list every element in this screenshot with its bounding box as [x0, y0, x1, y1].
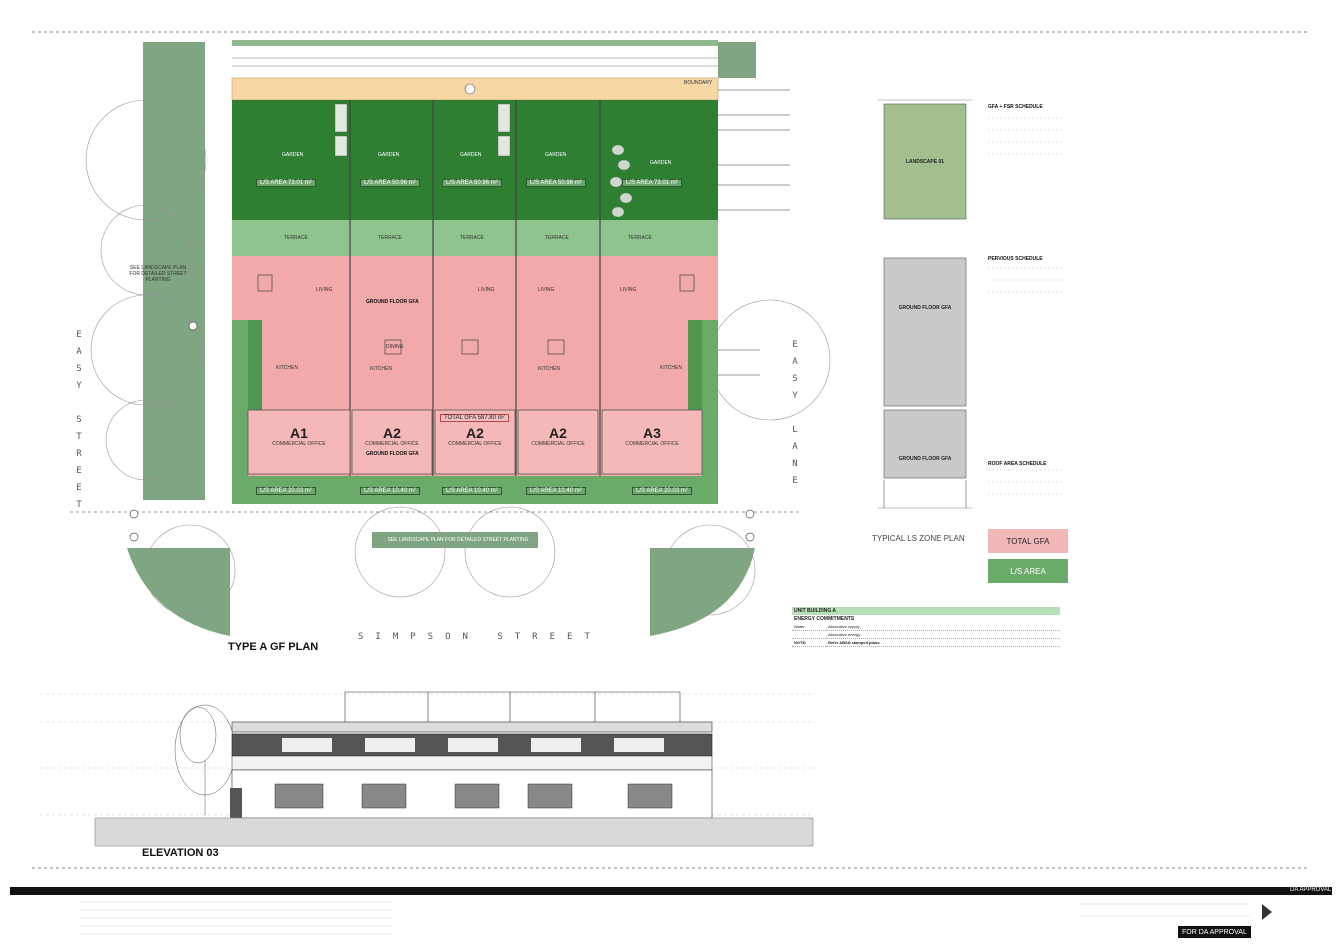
room-living: LIVING — [316, 287, 333, 293]
room-living: LIVING — [478, 287, 495, 293]
unit-use: COMMERCIAL OFFICE — [272, 441, 326, 447]
room-garden: GARDEN — [545, 152, 567, 158]
unit-use: COMMERCIAL OFFICE — [531, 441, 585, 447]
ls-area-tag: L/S AREA 10.40 m² — [442, 487, 502, 495]
total-gfa-tag: TOTAL GFA 587.80 m² — [440, 414, 509, 422]
room-kitchen: KITCHEN — [276, 365, 298, 371]
terraces — [232, 220, 718, 256]
room-terrace: TERRACE — [378, 235, 402, 241]
elevation-title: ELEVATION 03 — [142, 847, 219, 859]
ls-area-tag: L/S AREA 10.40 m² — [526, 487, 586, 495]
plan-title: TYPE A GF PLAN — [228, 641, 319, 653]
legend-ls-area: L/S AREA — [988, 559, 1068, 583]
energy-commitments: UNIT BUILDING A ENERGY COMMITMENTS Water… — [792, 607, 1060, 647]
unit-code: A3 — [643, 425, 661, 441]
north-strip — [232, 40, 718, 46]
schedule-title: PERVIOUS SCHEDULE — [988, 256, 1043, 262]
south-planting-strip — [372, 532, 538, 548]
energy-key: NOTE: — [792, 638, 826, 647]
zone-plan-title: TYPICAL LS ZONE PLAN — [872, 534, 965, 543]
room-terrace: TERRACE — [460, 235, 484, 241]
west-landscape-note: SEE LANDSCAPE PLAN FOR DETAILED STREET P… — [129, 265, 187, 283]
unit-code: A1 — [290, 425, 308, 441]
ground-floor-gfa-label: GROUND FLOOR GFA — [366, 299, 419, 305]
energy-key: Water — [792, 623, 826, 631]
ls-area-tag: L/S AREA 10.40 m² — [360, 487, 420, 495]
south-street-name: SIMPSON STREET — [358, 632, 602, 642]
unit-a2: A2 COMMERCIAL OFFICE — [352, 425, 432, 447]
room-terrace: TERRACE — [545, 235, 569, 241]
energy-key — [792, 630, 826, 639]
unit-code: A2 — [466, 425, 484, 441]
elevation-ground — [94, 817, 814, 847]
schedule-title: GFA + FSR SCHEDULE — [988, 104, 1043, 110]
unit-a3: A3 COMMERCIAL OFFICE — [602, 425, 702, 447]
room-garden: GARDEN — [650, 160, 672, 166]
ls-area-tag: L/S AREA 20.03 m² — [256, 487, 316, 495]
west-verge — [143, 42, 205, 500]
room-garden: GARDEN — [282, 152, 304, 158]
unit-a1: A1 COMMERCIAL OFFICE — [248, 425, 350, 447]
legend-label: L/S AREA — [1010, 566, 1046, 576]
ls-area-tag: L/S AREA 50.96 m² — [442, 179, 502, 187]
legend-label: TOTAL GFA — [1006, 536, 1050, 546]
unit-code: A2 — [549, 425, 567, 441]
energy-subheader: ENERGY COMMITMENTS — [794, 616, 855, 622]
title-bar-stamp: DA APPROVAL — [1290, 887, 1332, 893]
title-bar — [10, 887, 1332, 895]
legend-total-gfa: TOTAL GFA — [988, 529, 1068, 553]
unit-code: A2 — [383, 425, 401, 441]
zone-landscape-01: LANDSCAPE 01 — [905, 158, 945, 165]
unit-use: COMMERCIAL OFFICE — [625, 441, 679, 447]
energy-header: UNIT BUILDING A — [792, 607, 1060, 615]
room-terrace: TERRACE — [284, 235, 308, 241]
room-living: LIVING — [538, 287, 555, 293]
south-landscape-note: SEE LANDSCAPE PLAN FOR DETAILED STREET P… — [387, 537, 529, 543]
status-stamp: FOR DA APPROVAL — [1178, 926, 1251, 938]
south-east-verge — [650, 548, 755, 636]
ls-area-tag: L/S AREA 20.03 m² — [632, 487, 692, 495]
boundary-note: BOUNDARY — [684, 80, 713, 86]
room-kitchen: KITCHEN — [370, 366, 392, 372]
east-street-name: EASY LANE — [790, 340, 800, 493]
room-living: LIVING — [620, 287, 637, 293]
west-street-name: EASY STREET — [74, 330, 84, 517]
unit-use: COMMERCIAL OFFICE — [365, 441, 419, 447]
unit-use: COMMERCIAL OFFICE — [448, 441, 502, 447]
room-garden: GARDEN — [460, 152, 482, 158]
ls-area-tag: L/S AREA 50.96 m² — [360, 179, 420, 187]
ground-floor-gfa-label: GROUND FLOOR GFA — [366, 451, 419, 457]
ls-area-tag: L/S AREA 73.01 m² — [256, 179, 316, 187]
room-kitchen: KITCHEN — [538, 366, 560, 372]
zone-ground-floor-gfa: GROUND FLOOR GFA — [898, 456, 952, 462]
dining-tables — [257, 274, 695, 355]
room-kitchen: KITCHEN — [660, 365, 682, 371]
room-terrace: TERRACE — [628, 235, 652, 241]
energy-value: Refer ABSA stamped plans. — [826, 638, 1060, 647]
unit-a2: A2 COMMERCIAL OFFICE — [518, 425, 598, 447]
ls-area-tag: L/S AREA 73.01 m² — [622, 179, 682, 187]
commercial-offices — [247, 409, 703, 475]
energy-value: Alternative energy — [826, 630, 1060, 639]
room-garden: GARDEN — [378, 152, 400, 158]
unit-a2: A2 COMMERCIAL OFFICE — [435, 425, 515, 447]
south-west-verge — [127, 548, 230, 636]
zone-ground-floor-gfa: GROUND FLOOR GFA — [898, 305, 952, 311]
schedule-title: ROOF AREA SCHEDULE — [988, 461, 1047, 467]
room-dining: DINING — [386, 344, 404, 350]
ls-area-tag: L/S AREA 50.96 m² — [526, 179, 586, 187]
north-east-verge — [718, 42, 756, 78]
energy-value: Alternative supply — [826, 623, 1060, 631]
rear-gardens — [232, 100, 718, 220]
